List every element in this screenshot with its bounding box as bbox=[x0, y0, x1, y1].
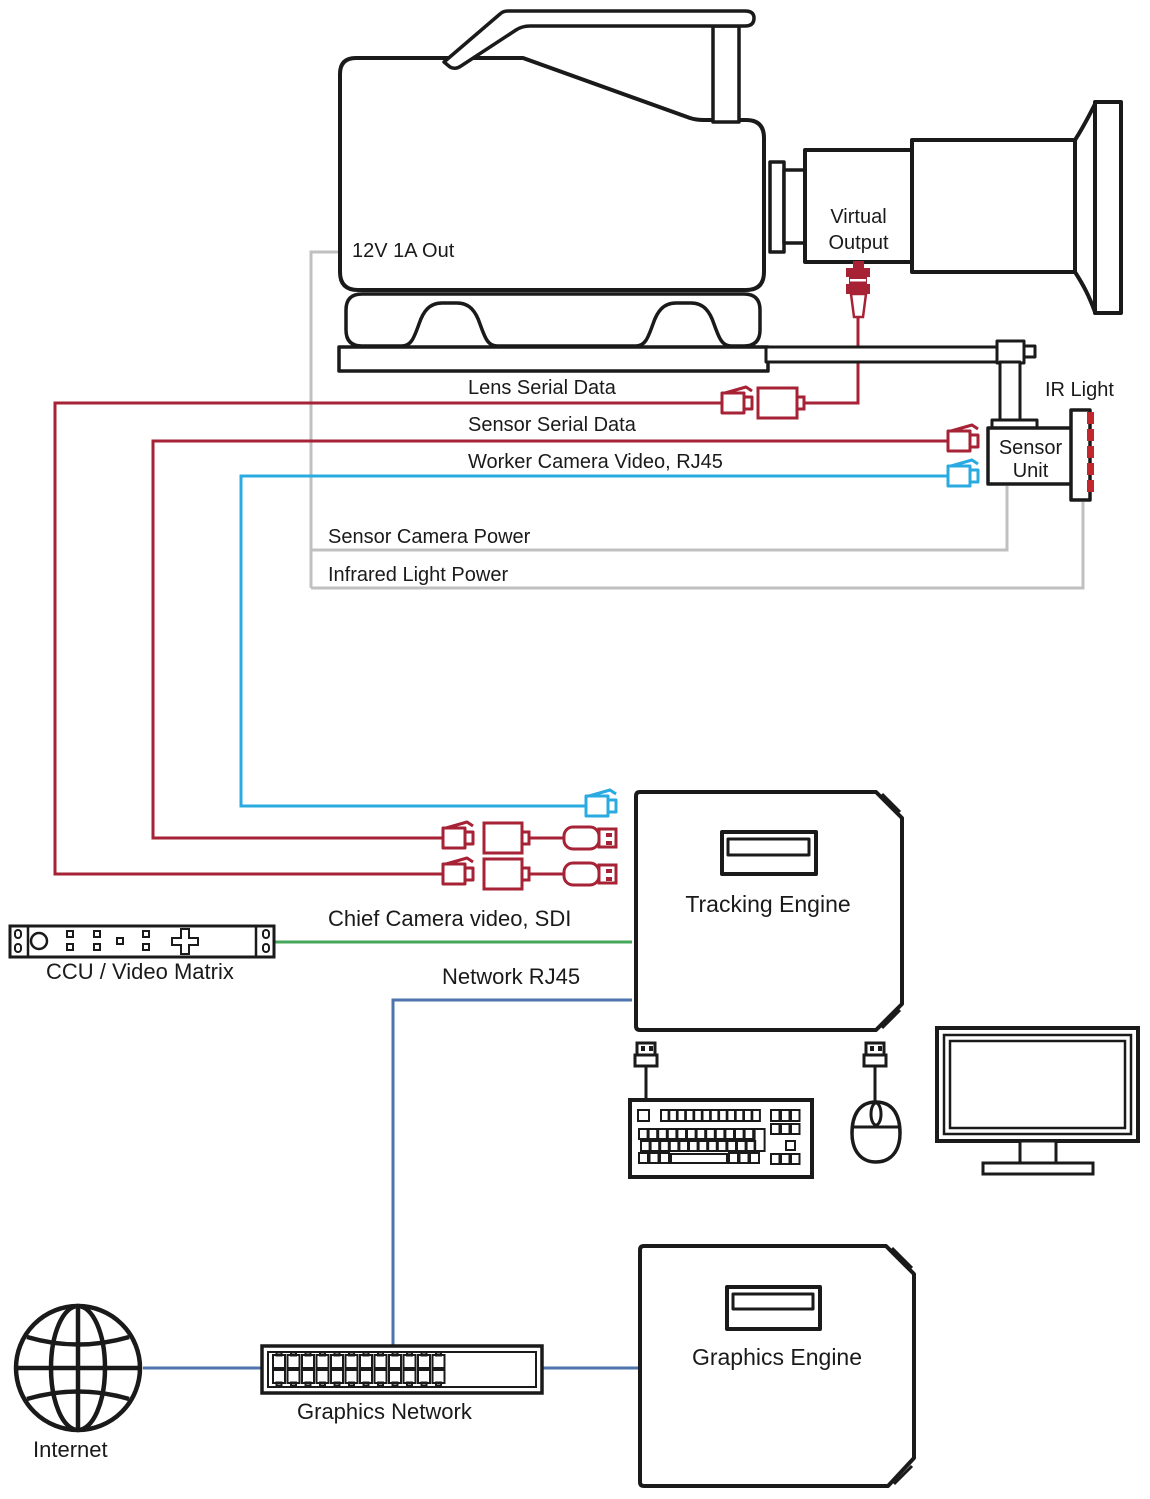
mounting-rail bbox=[764, 345, 999, 364]
sensor-unit-label: Sensor Unit bbox=[998, 437, 1063, 482]
coupler-box-icon bbox=[756, 386, 806, 420]
lens-mount-neck bbox=[782, 168, 807, 245]
monitor-icon bbox=[935, 1026, 1140, 1176]
rj45-plug-icon bbox=[441, 820, 475, 850]
graphics-engine-label: Graphics Engine bbox=[691, 1344, 863, 1370]
sensor-rig-illustration bbox=[764, 339, 1092, 502]
viewfinder-column bbox=[711, 24, 741, 124]
rail-end-nub bbox=[1022, 344, 1037, 359]
lens-illustration bbox=[768, 100, 1123, 315]
keyboard-icon bbox=[628, 1041, 814, 1179]
internet-globe-icon bbox=[13, 1303, 143, 1433]
cable-sensor-serial bbox=[151, 439, 948, 840]
rj45-plug-icon bbox=[946, 458, 980, 488]
din-connector-icon bbox=[846, 261, 870, 319]
sensor-power-label: Sensor Camera Power bbox=[328, 526, 531, 548]
rj45-plug-icon bbox=[946, 423, 980, 453]
camera-wedge-plate bbox=[344, 292, 762, 348]
rail-end-block bbox=[995, 339, 1026, 365]
sensor-unit-box bbox=[986, 426, 1075, 486]
tracking-engine-box bbox=[634, 790, 904, 1032]
graphics-engine-box bbox=[638, 1244, 916, 1488]
ccu-label: CCU / Video Matrix bbox=[46, 959, 234, 984]
camera-illustration bbox=[337, 9, 770, 373]
tracking-engine-label: Tracking Engine bbox=[685, 891, 851, 917]
camera-handle bbox=[442, 9, 756, 71]
lens-hood-ring bbox=[1093, 100, 1123, 315]
chief-video-label: Chief Camera video, SDI bbox=[328, 906, 572, 931]
lens-hood-flare bbox=[1073, 103, 1097, 313]
sensor-serial-label: Sensor Serial Data bbox=[468, 414, 636, 436]
lens-serial-label: Lens Serial Data bbox=[468, 377, 616, 399]
camera-power-out-label: 12V 1A Out bbox=[352, 240, 455, 262]
cable-network bbox=[143, 998, 638, 1370]
lens-barrel bbox=[910, 138, 1077, 274]
internet-label: Internet bbox=[33, 1437, 108, 1462]
coupler-box-icon bbox=[482, 857, 531, 891]
network-switch-icon bbox=[260, 1344, 544, 1395]
lens-mount-flange bbox=[768, 160, 786, 254]
rj45-plug-icon bbox=[720, 385, 754, 415]
cable-worker-video bbox=[239, 474, 948, 808]
virtual-output-label: Virtual Output bbox=[828, 206, 889, 254]
network-label: Network RJ45 bbox=[442, 964, 581, 989]
mouse-icon bbox=[850, 1041, 902, 1164]
sensor-post bbox=[998, 360, 1022, 422]
ir-light-label: IR Light bbox=[1045, 379, 1114, 401]
rj45-plug-icon bbox=[584, 788, 618, 818]
ccu-illustration bbox=[8, 924, 276, 959]
camera-body bbox=[338, 56, 766, 292]
usb-plug-icon bbox=[562, 825, 618, 851]
cable-ir-power bbox=[311, 502, 1085, 590]
rj45-plug-icon bbox=[441, 856, 475, 886]
graphics-network-label: Graphics Network bbox=[297, 1399, 472, 1424]
usb-plug-icon bbox=[562, 861, 618, 887]
coupler-box-icon bbox=[482, 821, 531, 855]
ir-power-label: Infrared Light Power bbox=[328, 564, 509, 586]
ir-light-emitters bbox=[1087, 412, 1094, 492]
camera-base-plate bbox=[337, 345, 770, 373]
worker-video-label: Worker Camera Video, RJ45 bbox=[468, 451, 723, 473]
